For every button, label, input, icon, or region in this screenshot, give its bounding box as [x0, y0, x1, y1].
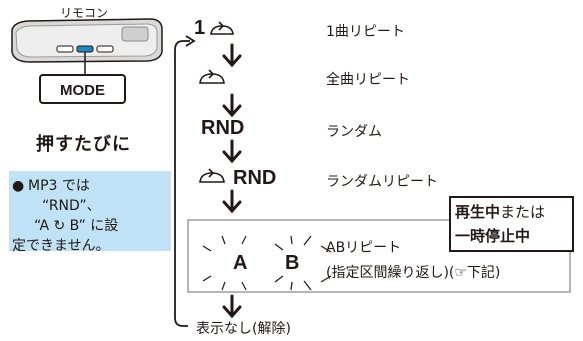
mode-desc: ランダム	[326, 124, 382, 140]
mode-code: RND	[201, 117, 245, 139]
mode-desc: 全曲リピート	[326, 72, 410, 88]
repeat-icon	[199, 69, 225, 84]
note-box	[9, 171, 171, 251]
mode-code-b: B	[285, 252, 300, 274]
repeat-icon	[199, 168, 225, 183]
down-arrows	[222, 43, 242, 319]
return-loop-line	[174, 40, 188, 327]
note-line: “RND”、	[42, 198, 101, 214]
status-bold-1: 再生中	[455, 203, 501, 221]
remote-label: リモコン	[59, 6, 108, 20]
mode-button-label: MODE	[39, 74, 126, 104]
loop-arrowhead	[185, 35, 196, 47]
status-note-box: 再生中または 一時停止中	[449, 196, 574, 252]
repeat-icon	[210, 21, 234, 35]
remote-mode-button	[76, 45, 94, 53]
note-line: MP3 では	[28, 178, 90, 194]
mode-code: 1	[194, 17, 206, 39]
status-text-1: または	[500, 203, 546, 221]
mode-desc: 表示なし(解除)	[196, 321, 291, 337]
mode-desc: 1曲リピート	[326, 24, 405, 40]
flash-marks	[202, 235, 312, 291]
mode-desc: ABリピート	[326, 240, 402, 256]
press-title: 押すたびに	[36, 134, 131, 155]
remote-control-illustration	[11, 18, 163, 74]
note-line: 定できません。	[12, 238, 110, 254]
mode-desc: ランダムリピート	[326, 174, 438, 190]
mode-code-a: A	[233, 252, 248, 274]
flash-marks-right	[320, 245, 332, 283]
mode-desc: (指定区間繰り返し)(☞下記)	[326, 265, 501, 281]
note-bullet: ●	[12, 178, 25, 194]
status-bold-2: 一時停止中	[455, 227, 531, 245]
note-line: “A ↻ B” に設	[34, 218, 119, 234]
mode-code: RND	[233, 167, 277, 189]
